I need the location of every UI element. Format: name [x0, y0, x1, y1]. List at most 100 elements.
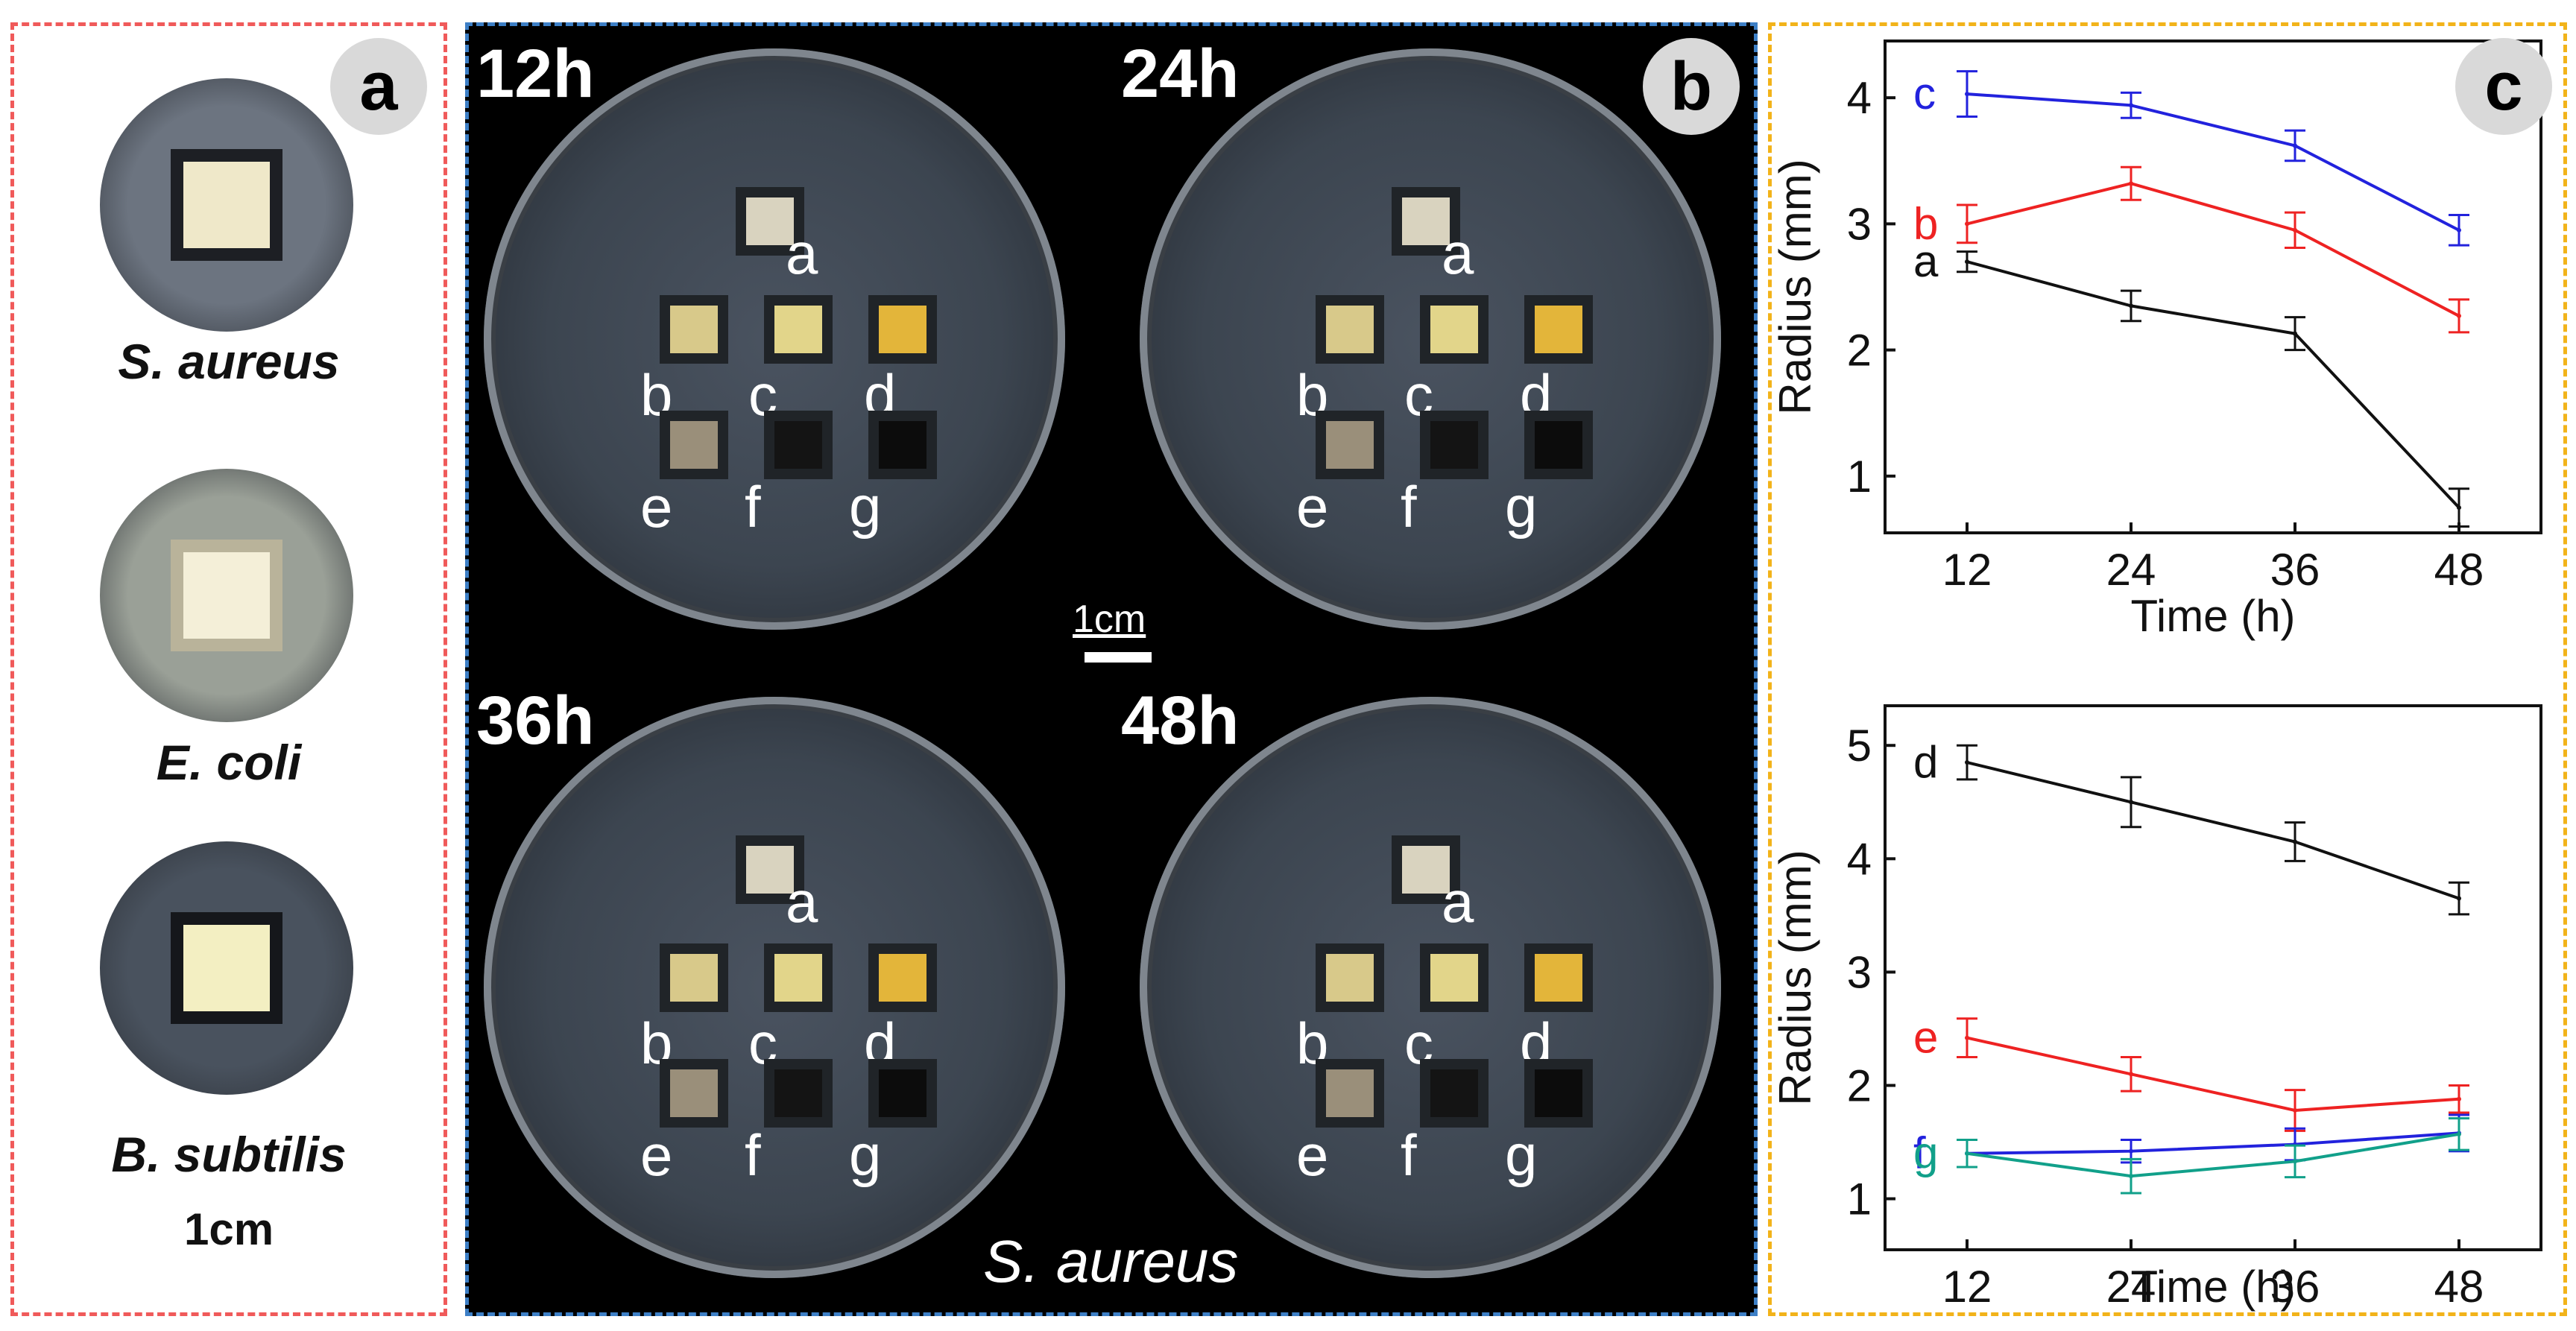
- scale-label-a: 1cm: [183, 1204, 274, 1254]
- data-point: [2293, 1107, 2297, 1113]
- disc-sample-e: [1326, 421, 1374, 469]
- series-label-g: g: [1913, 1128, 1938, 1178]
- disc-sample-d: [1535, 954, 1582, 1002]
- disc-sample-g: [879, 421, 926, 469]
- disc-sample-g: [1535, 421, 1582, 469]
- data-point: [2293, 1159, 2297, 1164]
- disc-sample-g: [879, 1069, 926, 1117]
- disc-sample-c: [1430, 954, 1478, 1002]
- x-tick-label: 48: [2434, 1262, 2484, 1312]
- series-label-a: a: [1913, 236, 1939, 286]
- time-label-48h: 48h: [1121, 683, 1240, 759]
- disc-label-a: a: [1442, 869, 1474, 935]
- disc-label-a: a: [786, 869, 818, 935]
- disc-sample-e: [670, 1069, 718, 1117]
- data-point: [2293, 227, 2297, 233]
- disc-sample-a: [746, 846, 794, 894]
- scale-bar: [1085, 652, 1152, 663]
- data-point: [2129, 1174, 2133, 1179]
- disc-sample-c: [774, 954, 822, 1002]
- data-point: [1965, 1035, 1969, 1040]
- x-tick-label: 24: [2106, 1262, 2156, 1312]
- time-label-24h: 24h: [1121, 36, 1240, 112]
- disc-sample-f: [1430, 421, 1478, 469]
- data-point: [2457, 1131, 2461, 1136]
- series-e: e: [1913, 1013, 2469, 1132]
- disc-label-c: c: [748, 362, 777, 428]
- data-point: [2129, 1072, 2133, 1077]
- disc-label-e: e: [1296, 1122, 1329, 1188]
- disc-label-d: d: [864, 362, 897, 428]
- disc-sample-b: [670, 306, 718, 353]
- disc-label-a: a: [786, 221, 818, 286]
- series-line-b: [1966, 182, 2460, 317]
- disc-sample-f: [774, 421, 822, 469]
- series-line-a: [1966, 260, 2460, 509]
- disc-label-f: f: [745, 474, 761, 540]
- sample-label-b-subtilis: B. subtilis: [111, 1127, 347, 1182]
- disc-label-g: g: [1505, 1122, 1538, 1188]
- data-point: [2457, 896, 2461, 901]
- y-tick-label: 4: [1847, 73, 1872, 123]
- data-point: [2457, 505, 2461, 510]
- y-axis-label: Radius (mm): [1772, 159, 1820, 414]
- panel-b-badge: b: [1643, 38, 1740, 135]
- disc-sample-a: [1402, 197, 1450, 245]
- disc-label-f: f: [1401, 474, 1417, 540]
- time-label-36h: 36h: [476, 683, 595, 759]
- disc-label-b: b: [1296, 1011, 1329, 1076]
- disc-label-b: b: [640, 1011, 673, 1076]
- disc-label-c: c: [748, 1011, 777, 1076]
- y-tick-label: 4: [1847, 834, 1872, 884]
- data-point: [2129, 800, 2133, 805]
- scale-bar-label: 1cm: [1073, 598, 1146, 641]
- y-tick-label: 3: [1847, 199, 1872, 249]
- series-label-e: e: [1913, 1013, 1938, 1063]
- sample-photo-s-aureus: [100, 78, 353, 332]
- data-point: [2457, 313, 2461, 318]
- disc-sample-d: [879, 306, 926, 353]
- disc-label-b: b: [640, 362, 673, 428]
- series-line-f: [1966, 1131, 2460, 1155]
- panel-c-badge: c: [2455, 38, 2552, 135]
- disc-label-f: f: [745, 1122, 761, 1188]
- series-b: b: [1913, 165, 2469, 334]
- disc-label-g: g: [849, 474, 882, 540]
- disc-label-f: f: [1401, 1122, 1417, 1188]
- sample-pad: [183, 552, 270, 639]
- disc-sample-f: [774, 1069, 822, 1117]
- series-line-e: [1966, 1036, 2460, 1112]
- y-tick-label: 2: [1847, 326, 1872, 376]
- y-tick-label: 3: [1847, 947, 1872, 997]
- x-tick-label: 48: [2434, 545, 2484, 595]
- series-c: c: [1913, 69, 2469, 247]
- sample-label-e-coli: E. coli: [156, 735, 302, 790]
- disc-sample-f: [1430, 1069, 1478, 1117]
- series-label-f: f: [1913, 1128, 1926, 1178]
- disc-sample-b: [1326, 954, 1374, 1002]
- y-tick-label: 5: [1847, 721, 1872, 771]
- data-point: [1965, 760, 1969, 765]
- disc-sample-e: [670, 421, 718, 469]
- disc-sample-a: [746, 197, 794, 245]
- disc-label-b: b: [1296, 362, 1329, 428]
- disc-label-e: e: [640, 1122, 673, 1188]
- disc-sample-c: [774, 306, 822, 353]
- x-tick-label: 36: [2270, 1262, 2320, 1312]
- series-d: d: [1913, 737, 2469, 916]
- data-point: [2457, 1096, 2461, 1101]
- disc-sample-c: [1430, 306, 1478, 353]
- data-point: [1965, 1151, 1969, 1156]
- disc-sample-a: [1402, 846, 1450, 894]
- disc-sample-b: [670, 954, 718, 1002]
- y-axis-label: Radius (mm): [1772, 850, 1820, 1105]
- disc-sample-b: [1326, 306, 1374, 353]
